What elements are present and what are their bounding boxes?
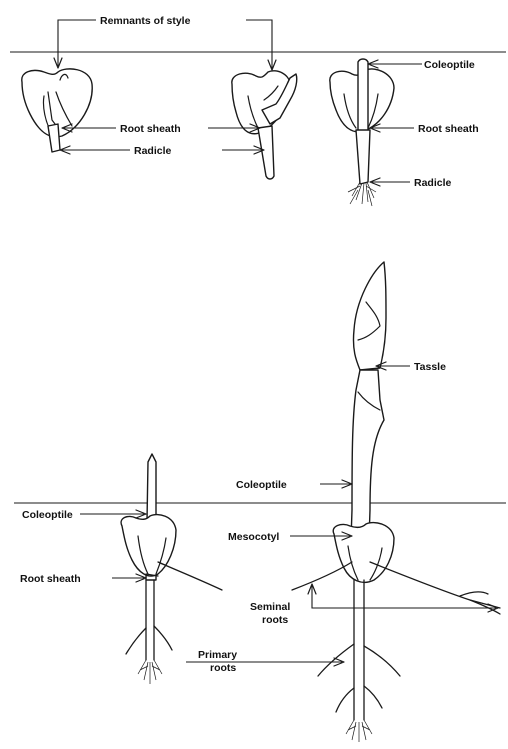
seedling-tall	[292, 262, 500, 742]
label-radicle-left: Radicle	[134, 145, 172, 157]
label-seminal-line1: Seminal	[250, 601, 290, 613]
label-root-sheath-left: Root sheath	[120, 123, 181, 135]
label-root-sheath-bottom: Root sheath	[20, 573, 81, 585]
kernel-stage-1	[22, 69, 92, 152]
kernel-stage-3	[330, 59, 394, 206]
label-tassle: Tassle	[414, 361, 446, 373]
label-coleoptile-small: Coleoptile	[22, 509, 73, 521]
kernel-stage-2	[232, 71, 297, 179]
label-root-sheath-right: Root sheath	[418, 123, 479, 135]
label-radicle-right: Radicle	[414, 177, 452, 189]
label-seminal-line2: roots	[262, 614, 288, 626]
label-remnants-of-style: Remnants of style	[100, 15, 191, 27]
label-mesocotyl: Mesocotyl	[228, 531, 279, 543]
label-coleoptile-tall: Coleoptile	[236, 479, 287, 491]
label-coleoptile-top: Coleoptile	[424, 59, 475, 71]
label-primary-line2: roots	[210, 662, 236, 674]
label-primary-line1: Primary	[198, 649, 237, 661]
